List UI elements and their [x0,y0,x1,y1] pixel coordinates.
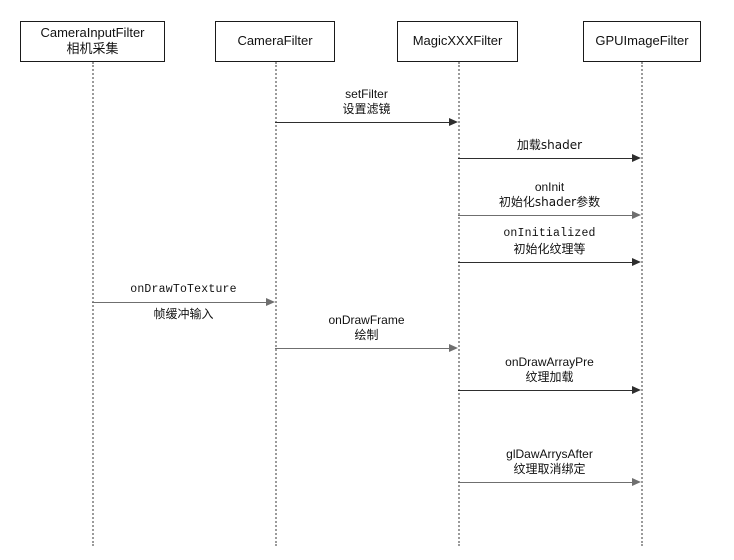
arrow-head-icon [449,117,458,126]
message-label-primary: onDrawFrame [328,312,405,327]
lifeline-cameraInputFilter [92,62,94,546]
message-arrow-line [458,262,634,263]
lifeline-cameraFilter [275,62,277,546]
message-label-group: 加载shader [458,138,641,154]
message-label-primary: onDrawArrayPre [505,354,594,369]
message-arrow-line [275,348,451,349]
arrow-head-icon [632,257,641,266]
message-label-secondary: 纹理取消绑定 [513,462,586,477]
message-label-primary: glDawArrysAfter [506,446,593,461]
message-label-group-top: onDrawToTexture [92,283,275,298]
message-arrow-line [458,158,634,159]
arrow-head-icon [632,477,641,486]
message-label-secondary: 初始化纹理等 [513,242,586,257]
message-arrow-line [458,390,634,391]
message-label-secondary: 帧缓冲输入 [153,307,214,321]
message-label-primary: setFilter [345,86,388,101]
participant-cameraFilter[interactable]: CameraFilter [215,21,335,62]
message-label-secondary: 纹理加载 [525,370,574,385]
arrow-head-icon [449,343,458,352]
lifeline-gpuImageFilter [641,62,643,546]
arrow-head-icon [266,297,275,306]
participant-name: CameraFilter [237,33,313,49]
message-arrow-line [275,122,451,123]
message-label-primary: 加载shader [516,138,583,153]
arrow-head-icon [632,385,641,394]
message-label-group-bottom: 帧缓冲输入 [92,307,275,323]
participant-gpuImageFilter[interactable]: GPUImageFilter [583,21,701,62]
message-label-secondary: 绘制 [354,328,379,343]
arrow-head-icon [632,153,641,162]
lifeline-magicXXXFilter [458,62,460,546]
participant-name: CameraInputFilter [40,25,145,41]
participant-name: MagicXXXFilter [412,33,503,49]
message-label-primary: onDrawToTexture [130,283,237,297]
message-arrow-line [92,302,268,303]
message-label-secondary: 初始化shader参数 [498,195,601,210]
message-label-primary: onInit [534,179,565,194]
participant-subtitle: 相机采集 [66,41,119,57]
participant-magicXXXFilter[interactable]: MagicXXXFilter [397,21,518,62]
participant-name: GPUImageFilter [595,33,689,49]
message-arrow-line [458,215,634,216]
message-label-primary: onInitialized [503,227,596,241]
message-arrow-line [458,482,634,483]
arrow-head-icon [632,210,641,219]
message-label-secondary: 设置滤镜 [342,102,391,117]
